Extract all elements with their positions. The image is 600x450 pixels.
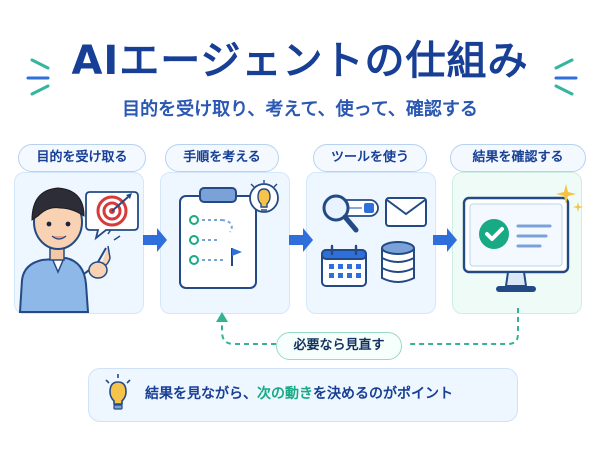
decor-lines-right-icon: [554, 58, 578, 96]
clipboard-icon: [179, 187, 257, 289]
lightbulb-icon: [249, 180, 279, 213]
person-icon: [18, 187, 121, 313]
calendar-icon: [321, 244, 367, 287]
magnifier-icon: [322, 194, 379, 233]
mail-icon: [385, 197, 427, 227]
decor-lines-left-icon: [26, 58, 50, 96]
tip-box: [88, 368, 518, 422]
database-icon: [381, 241, 415, 283]
target-icon: [85, 191, 139, 241]
arrow-1-icon: [143, 228, 167, 252]
tip-text-highlight: 次の動き: [257, 386, 313, 402]
tip-text-suffix: を決めるのがポイント: [313, 386, 453, 402]
feedback-loop-icon: [216, 308, 519, 345]
page-subtitle: 目的を受け取り、考えて、使って、確認する: [122, 99, 478, 120]
tip-lightbulb-icon: [105, 374, 131, 410]
tip-text-prefix: 結果を見ながら、: [145, 386, 257, 402]
page-title: AIエージェントの仕組み: [71, 38, 529, 84]
arrow-2-icon: [289, 228, 313, 252]
step-1-label: 目的を受け取る: [18, 144, 146, 172]
step-4-label: 結果を確認する: [450, 144, 586, 172]
tip-text: 結果を見ながら、次の動きを決めるのがポイント: [145, 383, 505, 403]
step-3-label: ツールを使う: [313, 144, 427, 172]
monitor-check-icon: [462, 196, 570, 292]
loop-label: 必要なら見直す: [276, 332, 402, 360]
arrow-3-icon: [433, 228, 457, 252]
step-2-label: 手順を考える: [165, 144, 279, 172]
sparkle-icon: [556, 184, 583, 212]
